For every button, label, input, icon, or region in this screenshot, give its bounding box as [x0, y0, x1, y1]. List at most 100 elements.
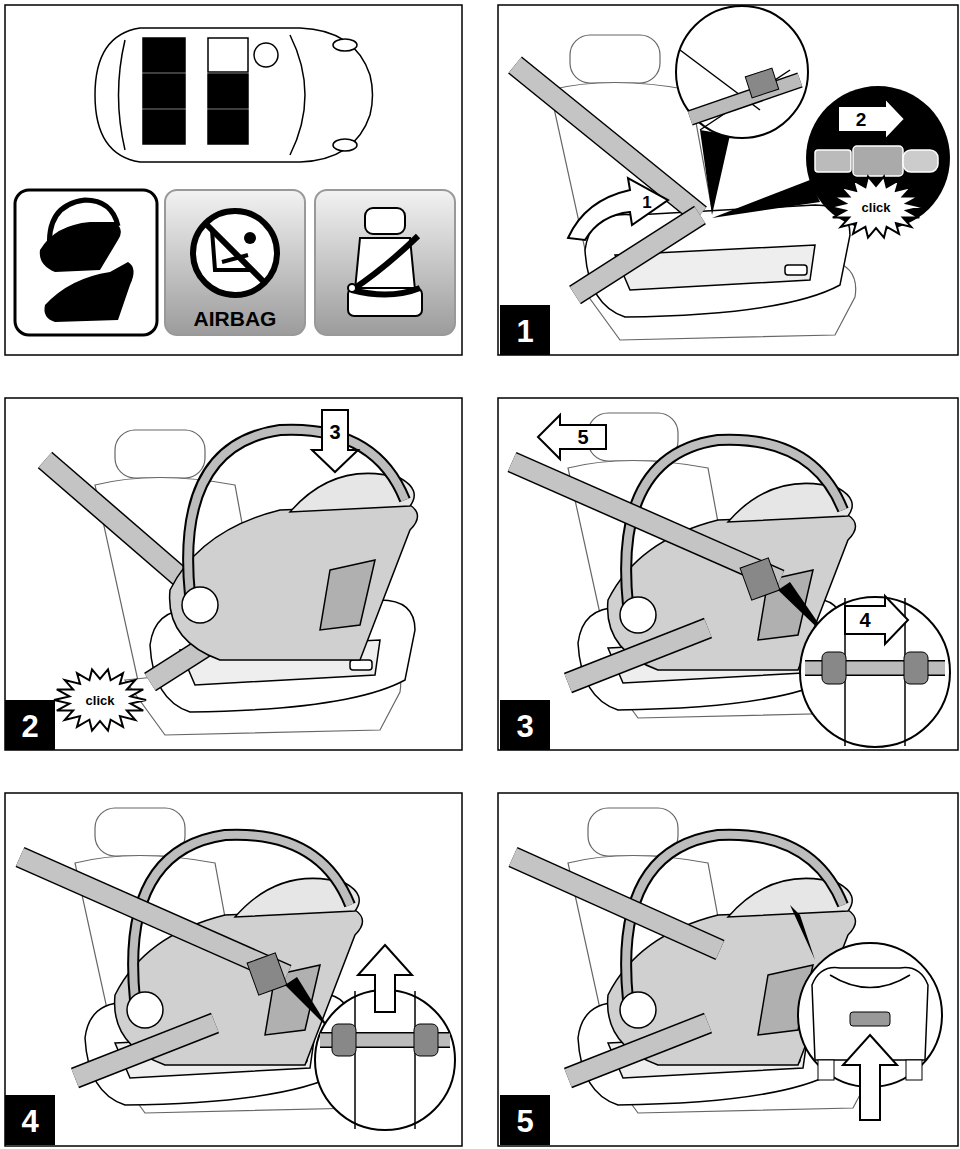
panel-3-illustration — [568, 628, 708, 683]
panel-3-illustration — [800, 597, 950, 747]
panel-4-illustration — [75, 1023, 215, 1078]
panel-frame — [5, 793, 462, 1146]
panel-4-illustration — [75, 1023, 215, 1078]
panel-frame — [498, 793, 958, 1146]
click-burst — [54, 669, 146, 730]
warning-word: AIRBAG — [194, 308, 277, 329]
car-top-view — [290, 35, 305, 155]
panel-5-illustration — [790, 905, 815, 960]
panel-5-illustration — [906, 1060, 922, 1080]
icon-no-airbag — [244, 232, 256, 244]
click-bursts — [54, 176, 922, 730]
panel-number: 3 — [516, 711, 533, 742]
icon-no-airbag — [206, 224, 264, 282]
panel-1-illustration — [676, 6, 808, 138]
panel-3-illustration — [845, 596, 908, 644]
sound-word: click — [86, 694, 115, 707]
panel-number-box — [500, 700, 550, 750]
car-top-view — [208, 74, 248, 108]
car-top-view — [333, 139, 357, 151]
panel-1-illustration — [700, 130, 730, 215]
panel-4-illustration — [332, 1024, 356, 1056]
panel-2-illustration — [170, 430, 418, 660]
step-number: 3 — [329, 422, 340, 442]
step-number: 5 — [577, 427, 588, 447]
click-burst — [830, 176, 922, 237]
step-number: 4 — [859, 610, 870, 630]
panel-4-illustration — [285, 977, 330, 1030]
panel-frame — [498, 398, 958, 750]
panel-1-illustration — [690, 80, 800, 118]
panel-frame — [498, 5, 958, 355]
panel-5-illustration — [850, 1012, 890, 1026]
icon-carrier-base — [49, 200, 118, 252]
icon-belted-seat — [315, 190, 455, 335]
panel-3-illustration — [538, 415, 606, 459]
icon-carrier-base — [44, 262, 133, 322]
panel-1-illustration — [515, 65, 700, 215]
panel-frame — [5, 398, 462, 750]
panel-1-illustration — [815, 150, 851, 172]
step-number: 1 — [642, 194, 651, 211]
icon-no-airbag — [165, 190, 305, 335]
car-top-view — [143, 110, 185, 144]
panel-4-illustration — [358, 945, 412, 1012]
sound-word: click — [862, 201, 891, 214]
panel-number-box — [500, 1095, 550, 1145]
icon-belted-seat — [348, 284, 356, 292]
panel-1-illustration — [903, 150, 938, 172]
icon-belted-seat — [365, 208, 405, 234]
panel-3-illustration — [822, 652, 846, 684]
panel-4-illustration — [20, 857, 287, 975]
panel-1-illustration — [690, 80, 800, 118]
car-top-view — [333, 39, 357, 51]
car-top-view — [254, 43, 278, 67]
panel-3-illustration — [568, 628, 708, 683]
icon-no-airbag — [193, 211, 277, 295]
panel-3-illustration — [512, 413, 950, 747]
panel-1-illustration — [745, 68, 778, 98]
panel-4-illustration — [354, 991, 356, 1129]
car-top-view — [119, 40, 126, 150]
panel-1-illustration — [515, 65, 700, 215]
panel-number: 2 — [21, 711, 38, 742]
panel-1-illustration — [712, 180, 820, 218]
car-top-view — [95, 28, 373, 162]
panel-3-illustration — [904, 652, 928, 684]
panel-1-illustration — [853, 146, 903, 176]
panel-number-box — [500, 305, 550, 355]
panel-3-illustration — [512, 462, 780, 580]
panel-3-illustration — [740, 558, 780, 600]
panel-4-illustration — [20, 808, 455, 1130]
panel-5-illustration — [513, 857, 720, 950]
icon-carrier-base — [15, 190, 157, 335]
icon-belted-seat — [315, 190, 455, 335]
panel-4-illustration — [414, 991, 416, 1129]
panel-5-illustration — [830, 975, 910, 988]
panel-5-illustration — [513, 857, 720, 950]
panel-number-box — [5, 1095, 55, 1145]
panel-4-illustration — [247, 953, 287, 995]
panel-4-illustration — [414, 1024, 438, 1056]
icon-no-airbag — [165, 190, 305, 335]
car-top-view — [208, 110, 248, 144]
panel-number: 1 — [516, 316, 533, 347]
car-top-view — [95, 28, 373, 162]
panel-frame — [5, 5, 958, 1146]
panel-4-illustration — [20, 857, 287, 975]
panel-5-illustration — [513, 808, 942, 1120]
panel-5-illustration — [568, 1023, 708, 1078]
panel-1-illustration — [838, 98, 905, 140]
car-top-view — [143, 38, 185, 72]
panel-frame — [5, 5, 462, 355]
panel-2-illustration — [45, 410, 418, 735]
panel-number: 5 — [516, 1106, 533, 1137]
panel-1-illustration — [568, 178, 668, 240]
panel-2-illustration — [312, 410, 358, 472]
panel-5-illustration — [843, 1035, 897, 1120]
icon-belted-seat — [352, 236, 420, 295]
panel-1-illustration — [806, 86, 950, 230]
